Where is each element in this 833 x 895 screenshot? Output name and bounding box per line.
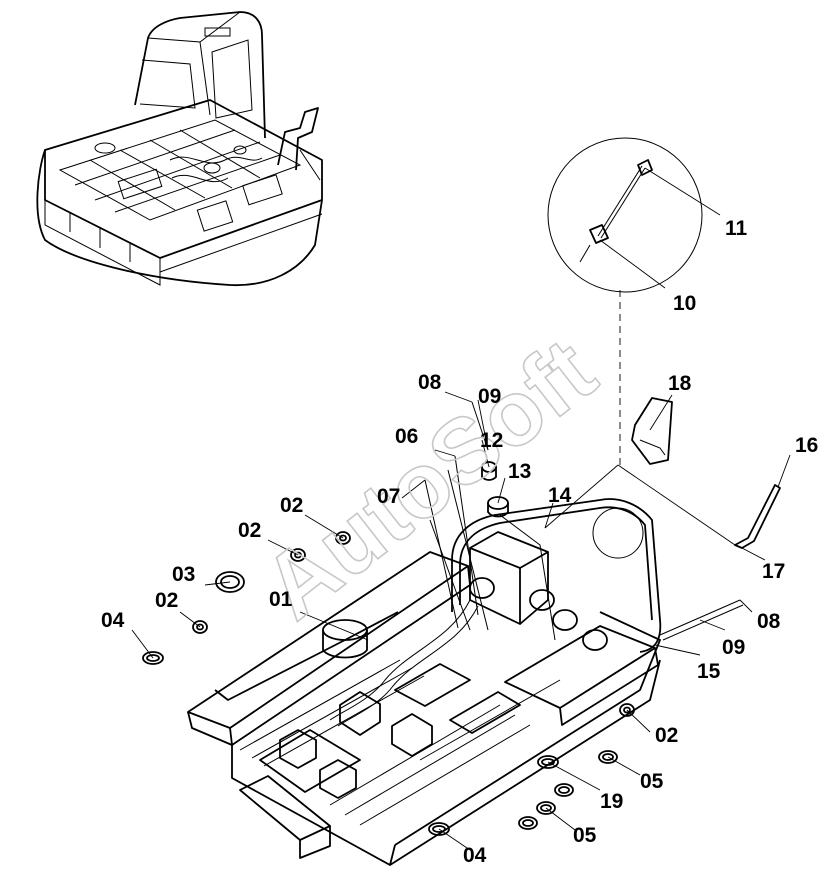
plug-02-d (619, 703, 635, 717)
callout-label: 16 (795, 434, 818, 457)
watermark: AutoSoft (244, 319, 614, 640)
cover-18-shape (631, 397, 673, 465)
callout-label: 15 (697, 660, 721, 683)
callout-label: 14 (548, 484, 572, 507)
callout-label: 03 (172, 563, 195, 586)
fitting-10-shape (589, 224, 609, 244)
callout-label: 02 (238, 519, 261, 542)
callout-label: 18 (668, 372, 692, 395)
leader-lines (131, 167, 791, 851)
small-parts (142, 531, 635, 836)
grommet-05-d (518, 816, 538, 830)
callout-label: 06 (395, 425, 418, 448)
callout-label: 08 (757, 610, 781, 633)
callout-label: 10 (673, 292, 696, 315)
callout-label: 12 (480, 429, 503, 452)
callout-label: 01 (269, 588, 293, 611)
plug-02-c (192, 620, 208, 634)
grommet-04-a (142, 651, 164, 665)
main-frame (187, 531, 661, 866)
detail-circle (547, 137, 703, 470)
grommet-04-b (428, 822, 450, 836)
overview-machine-sketch (36, 11, 323, 286)
callout-label: 13 (508, 460, 531, 483)
plug-02-a (290, 548, 306, 562)
grommet-19 (537, 755, 559, 769)
callout-label: 07 (377, 485, 400, 508)
grommet-05-b (554, 783, 574, 797)
callout-label: 09 (478, 385, 501, 408)
callout-label: 02 (655, 724, 678, 747)
loose-parts (424, 397, 781, 641)
callout-label: 02 (280, 494, 303, 517)
callout-label: 05 (640, 770, 664, 793)
callout-label: 09 (722, 636, 745, 659)
callout-label: 02 (155, 589, 178, 612)
callouts: 01 02 02 02 02 03 04 04 05 05 06 07 08 0… (101, 217, 818, 867)
callout-label: 04 (101, 609, 125, 632)
callout-label: 05 (573, 824, 597, 847)
grommet-05-c (536, 801, 556, 815)
callout-label: 08 (418, 371, 442, 394)
hose-routing (329, 469, 662, 727)
grommet-05-a (598, 750, 618, 764)
callout-label: 11 (725, 217, 748, 240)
callout-label: 17 (762, 560, 785, 583)
fitting-11-shape (637, 159, 653, 176)
callout-label: 19 (600, 790, 623, 813)
plug-02-b (335, 531, 351, 545)
grommet-03 (215, 571, 245, 593)
callout-label: 04 (463, 844, 487, 867)
watermark-text: AutoSoft (245, 319, 614, 638)
